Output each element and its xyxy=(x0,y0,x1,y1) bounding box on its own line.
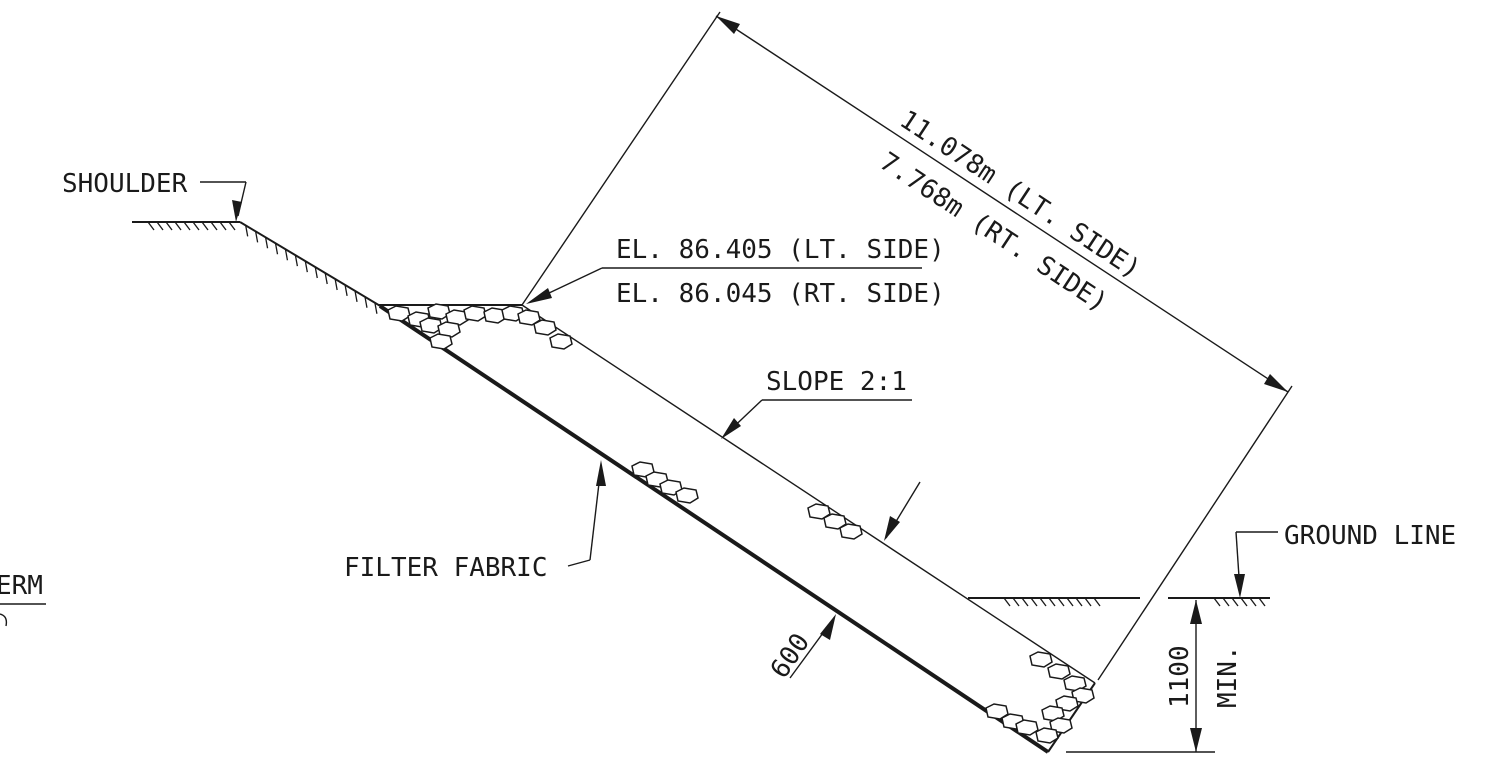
ground-hatch-mark xyxy=(364,296,368,308)
riprap-layer xyxy=(378,303,1096,754)
ground-hatch-mark xyxy=(245,225,249,237)
elevation-rt-label: EL. 86.045 (RT. SIDE) xyxy=(616,279,945,309)
ground-line-label: GROUND LINE xyxy=(1284,521,1456,551)
thickness-label: 600 xyxy=(765,628,816,684)
depth-note-label: MIN. xyxy=(1213,645,1243,708)
ground-hatch-mark xyxy=(344,284,348,297)
ground-hatch-mark xyxy=(284,249,289,261)
ground-hatch-mark xyxy=(192,221,200,231)
thickness-dimension xyxy=(789,481,921,679)
ground-hatch-mark xyxy=(1030,597,1038,607)
ground-hatch-mark xyxy=(1057,597,1065,607)
ground-hatch-mark xyxy=(314,266,318,279)
shoulder-leader xyxy=(200,181,247,222)
ground-hatch-mark xyxy=(219,221,227,231)
riprap-stone xyxy=(1047,663,1071,680)
ground-hatch-mark xyxy=(264,237,269,249)
riprap-stone xyxy=(387,305,411,322)
slope-label: SLOPE 2:1 xyxy=(766,367,907,397)
ground-hatch-mark xyxy=(183,221,191,231)
riprap-stone xyxy=(429,333,453,350)
shoulder-label: SHOULDER xyxy=(62,169,188,199)
berm-partial-label: ERM xyxy=(0,571,43,601)
ground-hatch-mark xyxy=(294,255,299,267)
slope-leader xyxy=(721,399,912,439)
ground-hatch-mark xyxy=(334,278,338,291)
ground-hatch-mark xyxy=(324,272,328,285)
ground-hatch-mark xyxy=(374,302,378,314)
depth-label: 1100 xyxy=(1165,645,1195,708)
elevation-lt-label: EL. 86.405 (LT. SIDE) xyxy=(616,235,945,265)
depth-dimension xyxy=(1066,600,1215,753)
riprap-stone xyxy=(823,513,847,530)
riprap-stone xyxy=(1063,675,1087,692)
ground-hatch-mark xyxy=(1240,597,1248,607)
ground-hatch-mark xyxy=(354,290,358,302)
ground-hatch-mark xyxy=(1048,597,1056,607)
riprap-stone xyxy=(533,319,557,336)
ground-hatch-mark xyxy=(1039,597,1047,607)
filter-fabric-leader xyxy=(567,460,606,567)
ground-hatch-mark xyxy=(156,221,164,231)
ground-hatch-mark xyxy=(1222,597,1230,607)
filter-fabric-line xyxy=(378,304,1050,754)
riprap-stone xyxy=(517,309,541,326)
elevation-leader xyxy=(526,267,922,304)
riprap-stone xyxy=(463,305,487,322)
ground-hatch-mark xyxy=(1249,597,1257,607)
riprap-stone xyxy=(1035,727,1059,744)
ground-hatch-mark xyxy=(228,221,236,231)
ground-hatch-mark xyxy=(1084,597,1092,607)
riprap-stone xyxy=(807,503,831,520)
ground-hatch-mark xyxy=(174,221,182,231)
ground-hatch-mark xyxy=(147,221,155,231)
ground-hatch-mark xyxy=(1213,597,1221,607)
riprap-stone xyxy=(1015,719,1039,736)
berm-label-partial xyxy=(0,603,46,627)
ground-hatch-mark xyxy=(210,221,218,231)
ground-hatch-mark xyxy=(201,221,209,231)
riprap-stone xyxy=(1041,705,1065,722)
riprap-stone xyxy=(839,523,863,540)
shoulder-ground xyxy=(132,221,383,314)
ground-hatch-mark xyxy=(1231,597,1239,607)
ground-hatch-mark xyxy=(1093,597,1101,607)
ground-hatch-mark xyxy=(254,231,259,243)
ground-hatch-mark xyxy=(304,260,308,273)
ground-hatch-mark xyxy=(165,221,173,231)
ground-hatch-mark xyxy=(1021,597,1029,607)
ground-line-leader xyxy=(1234,531,1278,598)
ground-hatch-mark xyxy=(1012,597,1020,607)
ground-hatch-mark xyxy=(1075,597,1083,607)
riprap-stone xyxy=(675,487,699,504)
ground-hatch-mark xyxy=(274,243,279,255)
filter-fabric-label: FILTER FABRIC xyxy=(344,553,548,583)
ground-hatch-mark xyxy=(1003,597,1011,607)
ground-line xyxy=(968,597,1270,607)
ground-hatch-mark xyxy=(1066,597,1074,607)
ground-hatch-mark xyxy=(1258,597,1266,607)
riprap-stone xyxy=(1029,651,1053,668)
slope-length-dimension xyxy=(521,11,1293,681)
riprap-stone xyxy=(985,703,1009,720)
riprap-stone xyxy=(549,333,573,350)
